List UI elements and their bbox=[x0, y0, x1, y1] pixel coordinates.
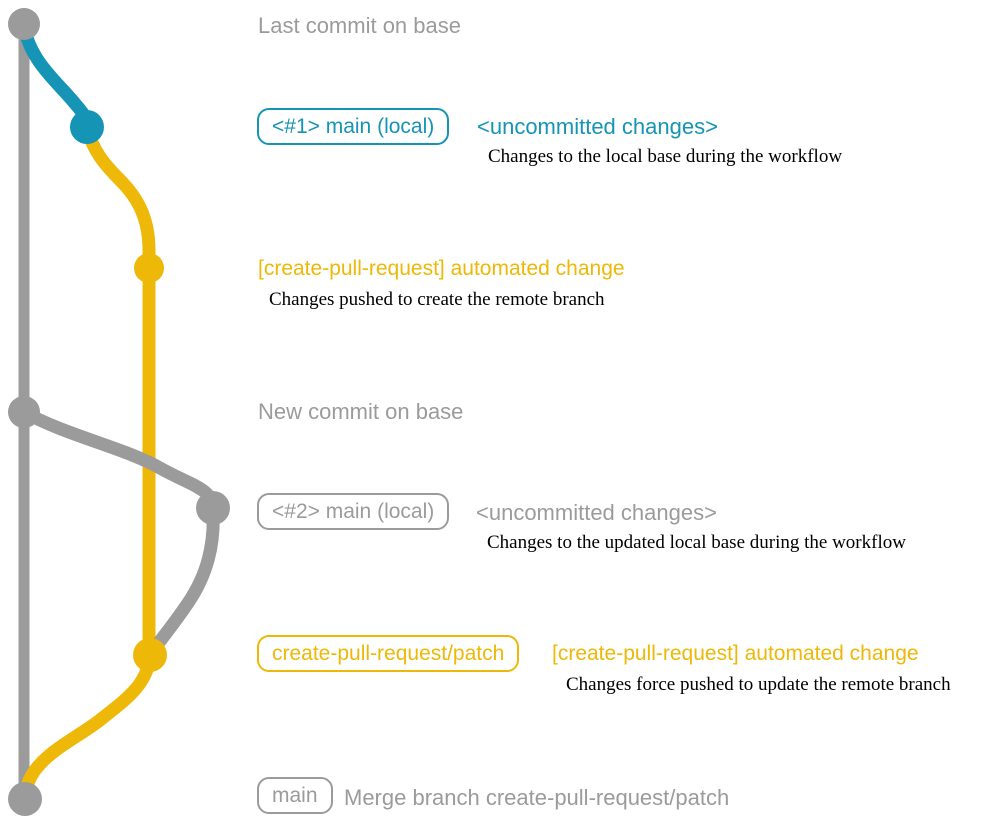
automated-change-1-description: Changes pushed to create the remote bran… bbox=[269, 289, 605, 310]
commit-node-merge bbox=[8, 782, 42, 816]
merge-row: main bbox=[257, 777, 333, 815]
rebase-in-curve bbox=[147, 501, 220, 656]
local-main-2-row: <#2> main (local) bbox=[257, 493, 450, 531]
commit-node-automated-change-2 bbox=[133, 638, 167, 672]
automated-change-2-description: Changes force pushed to update the remot… bbox=[566, 674, 951, 695]
commit-node-local-main-1 bbox=[70, 110, 104, 144]
branch-label-local-main-1: <#1> main (local) bbox=[257, 108, 450, 146]
branch-label-patch: create-pull-request/patch bbox=[257, 635, 520, 673]
rebase-out-curve bbox=[17, 405, 220, 515]
patch-branch-row: create-pull-request/patch bbox=[257, 635, 520, 673]
commit-node-last-base bbox=[8, 8, 40, 40]
branch-label-local-main-2: <#2> main (local) bbox=[257, 493, 450, 531]
uncommitted-changes-status-1: <uncommitted changes> bbox=[477, 114, 718, 139]
local-main-2-description: Changes to the updated local base during… bbox=[487, 532, 906, 553]
local-main-1-row: <#1> main (local) bbox=[257, 108, 450, 146]
local-main-branch-curve bbox=[17, 19, 94, 134]
merge-commit-message: Merge branch create-pull-request/patch bbox=[344, 785, 730, 810]
patch-branch-line bbox=[80, 120, 156, 657]
commit-node-new-base bbox=[8, 396, 40, 428]
automated-change-1-title: [create-pull-request] automated change bbox=[258, 257, 625, 280]
commit-node-local-main-2 bbox=[196, 491, 230, 525]
last-commit-heading: Last commit on base bbox=[258, 13, 461, 38]
patch-merge-curve bbox=[19, 648, 157, 799]
uncommitted-changes-status-2: <uncommitted changes> bbox=[476, 500, 717, 525]
new-commit-heading: New commit on base bbox=[258, 399, 464, 424]
branch-label-main: main bbox=[257, 777, 333, 815]
commit-node-automated-change-1 bbox=[134, 253, 164, 283]
automated-change-2-title: [create-pull-request] automated change bbox=[552, 642, 919, 665]
local-main-1-description: Changes to the local base during the wor… bbox=[488, 146, 843, 167]
